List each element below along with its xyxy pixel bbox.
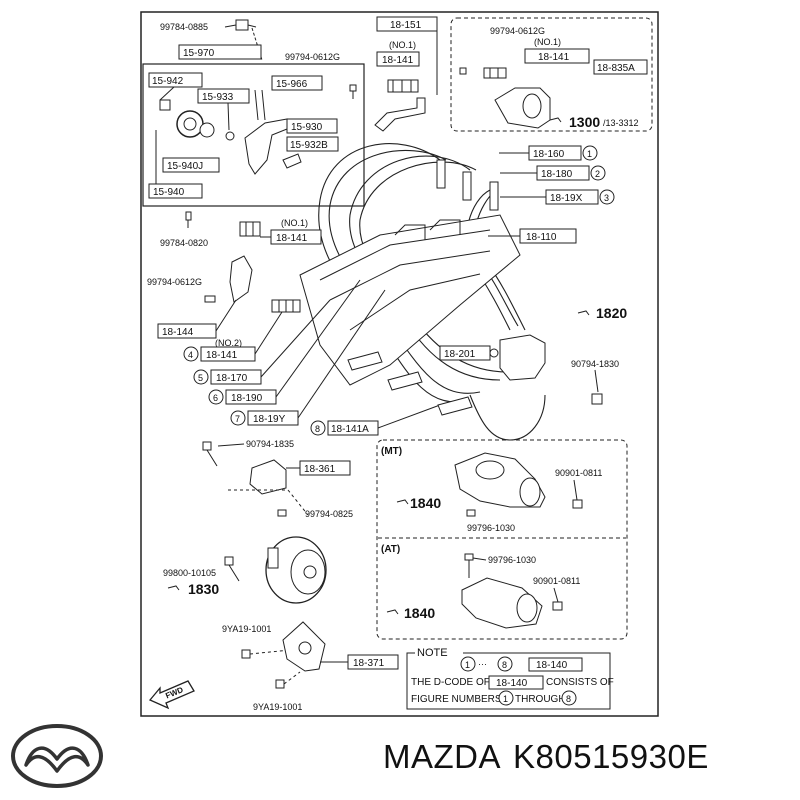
label-no2: (NO.2) [215, 338, 242, 348]
note-line3-to: 8 [566, 694, 571, 704]
distributor [499, 334, 546, 381]
label-90901-0811-a: 90901-0811 [555, 468, 602, 478]
label-18-141-c: 18-141 [276, 233, 308, 244]
label-18-141-d: 18-141 [206, 350, 238, 361]
label-18-110: 18-110 [526, 232, 557, 243]
label-no1-b: (NO.1) [534, 37, 561, 47]
label-99794-0825: 99794-0825 [305, 509, 353, 519]
label-15-930: 15-930 [291, 122, 323, 133]
label-1830: 1830 [188, 581, 219, 597]
label-99800-10105: 99800-10105 [163, 568, 216, 578]
callout-4-a: 4 [188, 350, 193, 360]
label-18-170: 18-170 [216, 373, 248, 384]
note-line2-code: 18-140 [496, 678, 528, 689]
note-line3-pre: FIGURE NUMBERS [411, 694, 502, 705]
label-18-190: 18-190 [231, 393, 263, 404]
label-18-835a: 18-835A [597, 63, 635, 74]
note-line3-from: 1 [503, 694, 508, 704]
note-title-text: NOTE [417, 647, 448, 659]
callout-3-a: 3 [604, 193, 609, 203]
coil-bracket [229, 255, 253, 303]
label-18-160: 18-160 [533, 149, 565, 160]
label-15-940j: 15-940J [167, 161, 203, 172]
brand-name: MAZDA [383, 738, 501, 775]
label-1840-b: 1840 [404, 605, 435, 621]
label-1820: 1820 [596, 305, 627, 321]
label-90901-0811-b: 90901-0811 [533, 576, 580, 586]
label-99796-1030-b: 99796-1030 [488, 555, 536, 565]
top-right-group: 99794-0612G (NO.1) 18-141 18-835A 1300 /… [450, 17, 653, 132]
label-99794-0612g-a: 99794-0612G [285, 52, 340, 62]
label-9ya19-1001-a: 9YA19-1001 [222, 624, 271, 634]
alternator-lower-bracket [282, 621, 326, 672]
label-99796-1030-a: 99796-1030 [467, 523, 515, 533]
engine-head [299, 214, 521, 386]
label-18-371: 18-371 [353, 658, 385, 669]
distributor-group: 18-201 1820 90794-1830 [439, 305, 627, 405]
label-18-144: 18-144 [162, 327, 194, 338]
brand-part-caption: MAZDA K80515930E [383, 738, 721, 776]
left-clip-labels: (NO.1) 18-141 99794-0612G 18-144 (NO.2) … [147, 218, 473, 436]
note-line2-pre: THE D-CODE OF [411, 677, 490, 688]
mazda-logo-icon [11, 724, 103, 788]
label-90794-1835: 90794-1835 [246, 439, 294, 449]
label-18-141-a: 18-141 [382, 55, 414, 66]
lead-labels: 18-160 1 18-180 2 18-19X 3 18-110 [488, 145, 615, 244]
label-18-180: 18-180 [541, 169, 573, 180]
diagram-frame [140, 11, 659, 717]
label-18-201: 18-201 [444, 349, 476, 360]
label-99784-0820: 99784-0820 [160, 238, 208, 248]
note-range-from: 1 [465, 660, 470, 670]
note-line3-mid: THROUGH [515, 694, 566, 705]
label-90794-1830: 90794-1830 [571, 359, 619, 369]
label-no1-c: (NO.1) [281, 218, 308, 228]
label-mt: (MT) [381, 446, 402, 457]
throttle-sensor-body [494, 87, 551, 129]
callout-6-a: 6 [213, 393, 218, 403]
label-15-932b: 15-932B [290, 140, 328, 151]
label-1840-a: 1840 [410, 495, 441, 511]
top-clip-group: 99794-0612G 18-151 (NO.1) 18-141 [285, 16, 438, 132]
label-18-19x: 18-19X [550, 193, 583, 204]
label-18-141a: 18-141A [331, 424, 369, 435]
note-range-to: 8 [502, 660, 507, 670]
part-number: K80515930E [513, 738, 709, 775]
label-18-361: 18-361 [304, 464, 336, 475]
label-at: (AT) [381, 544, 400, 555]
alternator-group: 90794-1835 18-361 99794-0825 99800-10105… [148, 439, 399, 712]
label-18-19y: 18-19Y [253, 414, 286, 425]
label-99794-0612g-b: 99794-0612G [490, 26, 545, 36]
label-18-141-b: 18-141 [538, 52, 570, 63]
callout-5-a: 5 [198, 373, 203, 383]
callout-1-a: 1 [587, 149, 592, 159]
label-18-151: 18-151 [390, 20, 422, 31]
label-15-970: 15-970 [183, 48, 215, 59]
note-line2-post: CONSISTS OF [546, 677, 614, 688]
alternator-bracket [249, 459, 287, 495]
label-1300: 1300 [569, 114, 600, 130]
label-15-940: 15-940 [153, 187, 185, 198]
label-9ya19-1001-b: 9YA19-1001 [253, 702, 302, 712]
starter-group: (MT) 90901-0811 1840 99796-1030 (AT) 997… [376, 439, 628, 640]
fwd-arrow-icon: FWD [148, 680, 195, 710]
callout-8-a: 8 [315, 424, 320, 434]
label-15-966: 15-966 [276, 79, 308, 90]
label-15-942: 15-942 [152, 76, 184, 87]
label-13-3312: /13-3312 [603, 118, 639, 128]
note-code: 18-140 [536, 660, 568, 671]
label-no1-a: (NO.1) [389, 40, 416, 50]
note-range-sep: ··· [478, 659, 487, 669]
tensioner-group: 99784-0885 15-970 15-942 15-966 15-933 1… [142, 19, 365, 207]
callout-2-a: 2 [595, 169, 600, 179]
callout-7-a: 7 [235, 414, 240, 424]
note-box: NOTE 1 ··· 8 18-140 THE D-CODE OF 18-140… [406, 647, 614, 710]
label-15-933: 15-933 [202, 92, 234, 103]
label-99794-0612g-c: 99794-0612G [147, 277, 202, 287]
tensioner-bracket [244, 118, 288, 175]
clip-bracket [374, 97, 426, 132]
label-99784-0885: 99784-0885 [160, 22, 208, 32]
